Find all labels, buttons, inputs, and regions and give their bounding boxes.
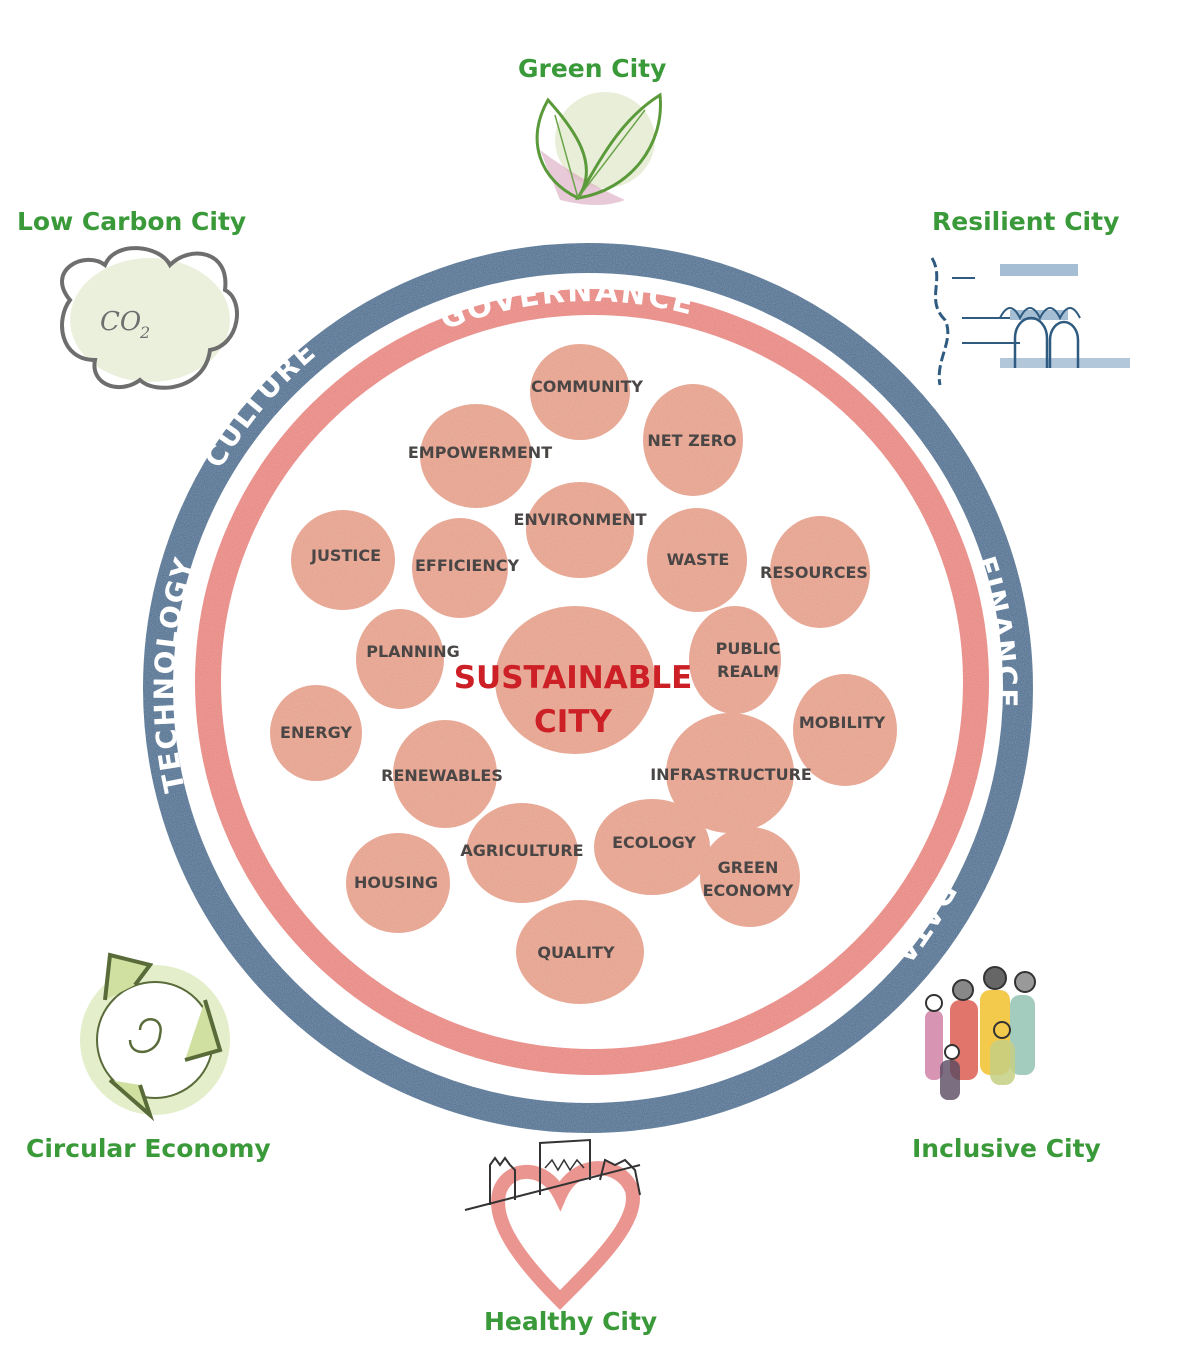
blob-infrastructure	[666, 713, 794, 833]
theme-mobility: MOBILITY	[799, 713, 886, 732]
theme-housing: HOUSING	[354, 873, 438, 892]
theme-quality: QUALITY	[537, 943, 615, 962]
blob-mobility	[793, 674, 897, 786]
svg-text:CO: CO	[100, 307, 141, 337]
heart-city-icon	[464, 1138, 641, 1310]
green-city-label: Green City	[518, 54, 667, 83]
center-title-line1: SUSTAINABLE	[454, 660, 693, 696]
theme-blobs	[270, 344, 897, 1004]
theme-public-realm-line1: PUBLIC	[716, 639, 781, 658]
theme-resources: RESOURCES	[760, 563, 868, 582]
flood-barrier-icon	[930, 257, 1130, 386]
resilient-city-label: Resilient City	[932, 207, 1120, 236]
blob-energy	[270, 685, 362, 781]
blob-waste	[647, 508, 747, 612]
theme-ecology: ECOLOGY	[612, 833, 696, 852]
blob-sustainable-city	[495, 606, 655, 754]
theme-planning: PLANNING	[366, 642, 460, 661]
co2-cloud-icon: CO 2	[60, 246, 239, 390]
leaf-icon	[535, 92, 662, 205]
svg-text:2: 2	[139, 323, 150, 342]
people-group-icon	[925, 966, 1036, 1100]
outer-ring	[143, 243, 1033, 1133]
blob-ecology	[594, 799, 710, 895]
ring-label-culture: CULTURE	[198, 334, 323, 474]
inner-ring	[195, 289, 989, 1075]
blob-agriculture	[466, 803, 578, 903]
blob-resources	[770, 516, 870, 628]
blob-efficiency	[412, 518, 508, 618]
blob-planning	[356, 609, 444, 709]
theme-community: COMMUNITY	[531, 377, 643, 396]
theme-net-zero: NET ZERO	[647, 431, 736, 450]
blob-empowerment	[420, 404, 532, 508]
theme-energy: ENERGY	[280, 723, 352, 742]
blob-community	[530, 344, 630, 440]
blob-justice	[291, 510, 395, 610]
theme-green-economy-line1: GREEN	[718, 858, 779, 877]
theme-infrastructure: INFRASTRUCTURE	[650, 765, 812, 784]
blob-net-zero	[643, 384, 743, 496]
theme-justice: JUSTICE	[310, 546, 381, 565]
theme-efficiency: EFFICIENCY	[415, 556, 520, 575]
theme-public-realm-line2: REALM	[717, 662, 779, 681]
blob-quality	[516, 900, 644, 1004]
inclusive-city-label: Inclusive City	[912, 1134, 1101, 1163]
theme-green-economy-line2: ECONOMY	[703, 881, 794, 900]
low-carbon-city-label: Low Carbon City	[17, 207, 247, 236]
recycle-icon	[80, 952, 230, 1122]
blob-public-realm	[689, 606, 781, 714]
healthy-city-label: Healthy City	[484, 1307, 658, 1336]
blob-housing	[346, 833, 450, 933]
theme-empowerment: EMPOWERMENT	[408, 443, 552, 462]
theme-agriculture: AGRICULTURE	[460, 841, 583, 860]
blob-green-economy	[700, 827, 800, 927]
blob-renewables	[393, 720, 497, 828]
theme-waste: WASTE	[667, 550, 730, 569]
theme-environment: ENVIRONMENT	[513, 510, 646, 529]
blob-environment	[526, 482, 634, 578]
theme-renewables: RENEWABLES	[381, 766, 503, 785]
circular-economy-label: Circular Economy	[26, 1134, 271, 1163]
center-title-line2: CITY	[534, 704, 612, 740]
